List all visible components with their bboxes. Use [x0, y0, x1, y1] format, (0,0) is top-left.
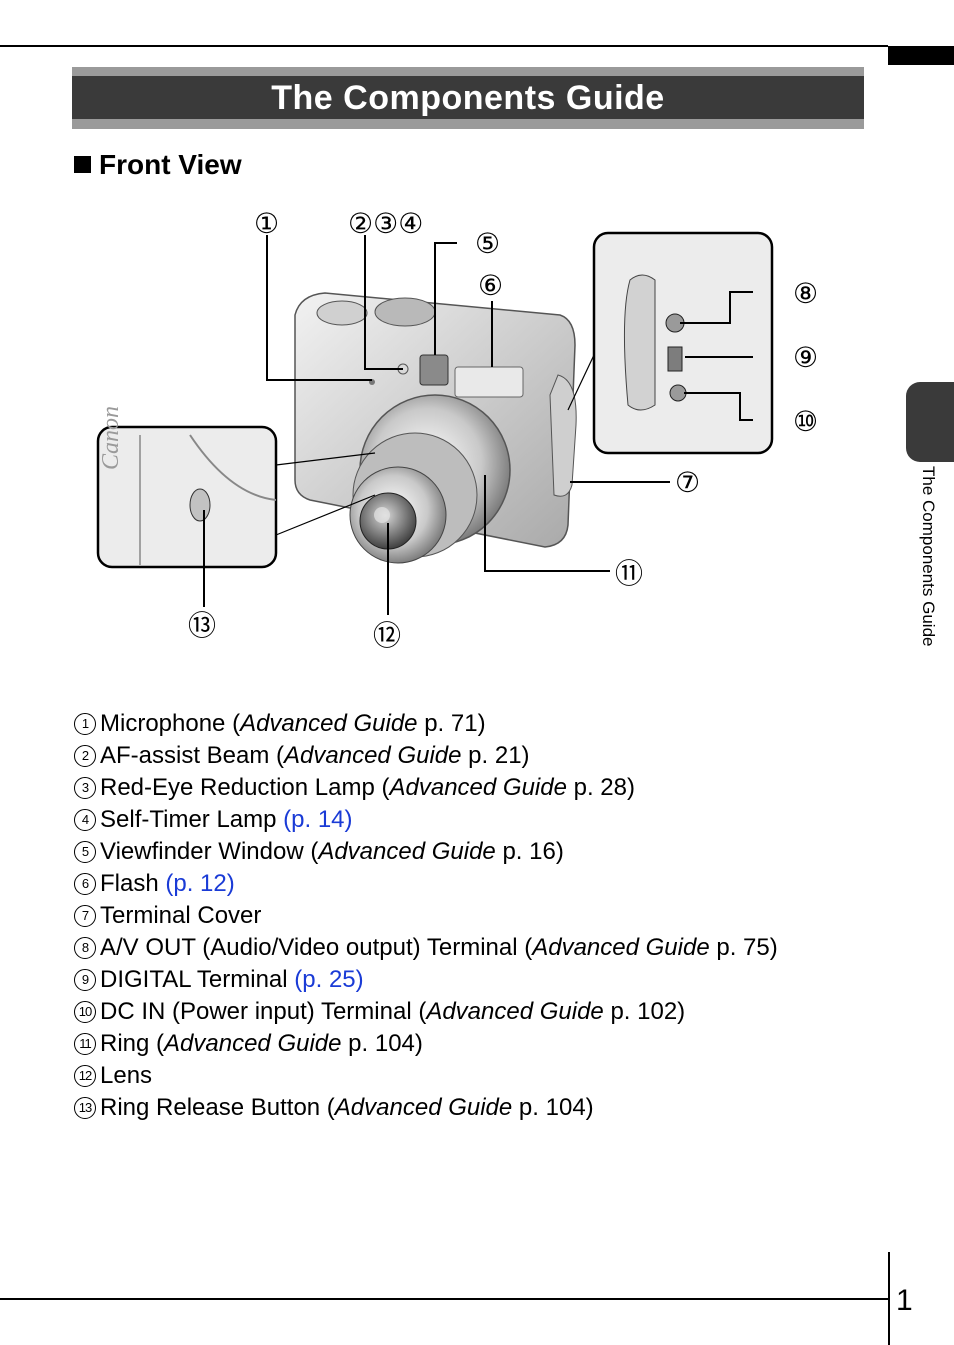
section-title: Front View — [99, 149, 242, 180]
callout-9: ⑨ — [793, 341, 818, 374]
item-number: 2 — [74, 745, 96, 767]
mode-dial — [374, 297, 436, 327]
page-number: 1 — [896, 1284, 913, 1317]
item-number: 1 — [74, 713, 96, 735]
item-number: 5 — [74, 841, 96, 863]
item-number: 8 — [74, 937, 96, 959]
item-number: 3 — [74, 777, 96, 799]
square-bullet-icon — [74, 156, 91, 173]
item-number: 12 — [74, 1065, 96, 1087]
title-bar: The Components Guide — [72, 67, 864, 129]
camera-front-view-illustration: Canon ① ②③④ ⑤ ⑥ ⑦ ⑧ ⑨ ⑩ ⑪ ⑫ ⑬ — [96, 207, 818, 652]
inset-brand-text: Canon — [98, 406, 124, 470]
item-number: 7 — [74, 905, 96, 927]
page-link[interactable]: (p. 14) — [283, 806, 353, 833]
page-link[interactable]: (p. 12) — [165, 870, 235, 897]
callout-5: ⑤ — [475, 227, 500, 260]
grip — [549, 374, 577, 497]
callout-1: ① — [254, 207, 279, 240]
item-number: 10 — [74, 1001, 96, 1023]
callout-10: ⑩ — [793, 405, 818, 438]
page-link[interactable]: (p. 25) — [294, 966, 364, 993]
flash-window — [454, 366, 524, 398]
callout-11: ⑪ — [615, 557, 643, 590]
bottom-rule — [0, 1298, 888, 1300]
callout-13: ⑬ — [188, 609, 216, 642]
callout-8: ⑧ — [793, 277, 818, 310]
page-title: The Components Guide — [72, 76, 864, 119]
item-number: 9 — [74, 969, 96, 991]
page-number-divider — [888, 1252, 890, 1345]
section-heading: Front View — [74, 149, 242, 181]
ring-release-button — [189, 488, 211, 522]
item-number: 6 — [74, 873, 96, 895]
item-number: 4 — [74, 809, 96, 831]
top-rule — [0, 45, 888, 47]
shutter-button — [316, 300, 368, 326]
callout-2-3-4: ②③④ — [348, 207, 423, 240]
callout-6: ⑥ — [478, 269, 503, 302]
item-number: 13 — [74, 1097, 96, 1119]
side-tab-marker — [906, 382, 954, 462]
top-edge-tab — [888, 46, 954, 65]
callout-12: ⑫ — [373, 619, 401, 652]
side-tab-label: The Components Guide — [919, 466, 938, 647]
item-number: 11 — [74, 1033, 96, 1055]
viewfinder-window — [419, 354, 449, 386]
callout-7: ⑦ — [675, 466, 700, 499]
inset-ring-release — [96, 425, 278, 569]
